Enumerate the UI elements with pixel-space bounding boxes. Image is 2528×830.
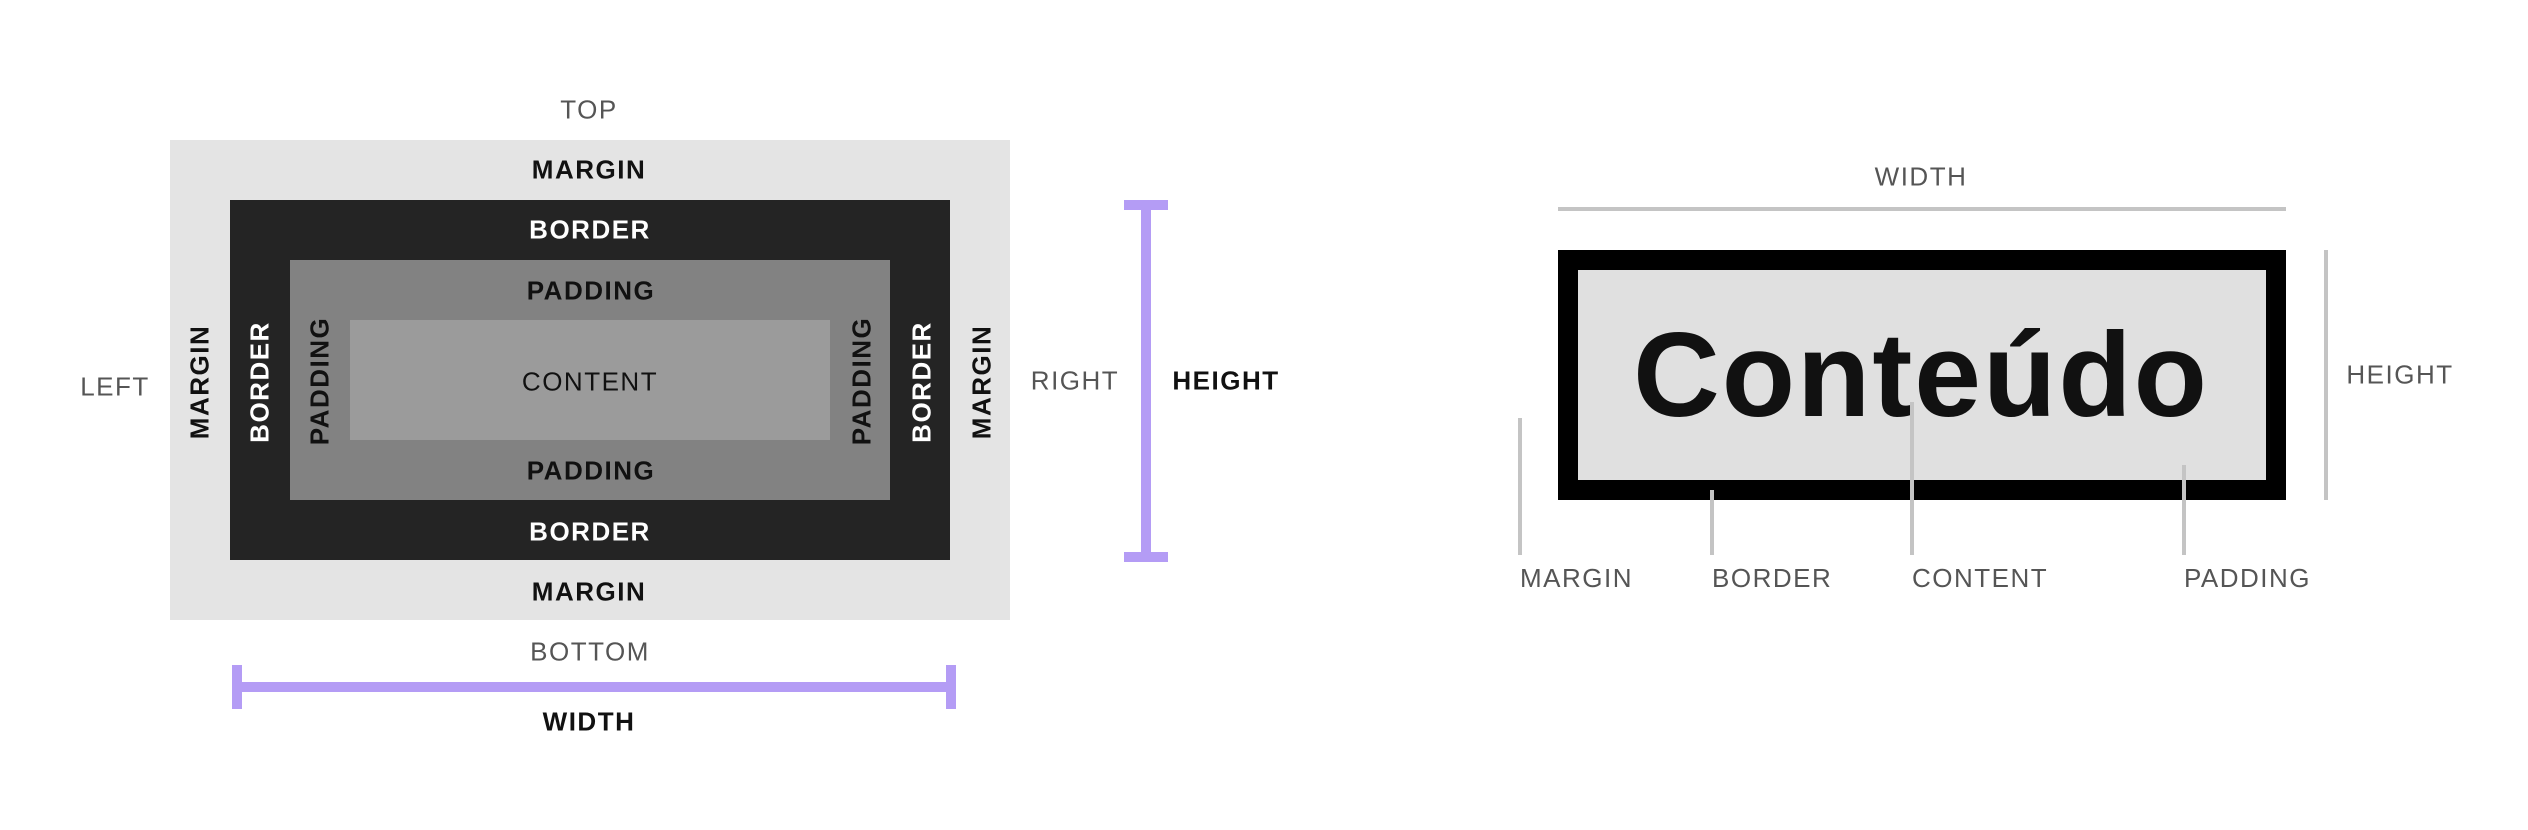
example-content-text: Conteúdo bbox=[1633, 308, 2209, 442]
example-margin-label: MARGIN bbox=[1520, 563, 1633, 593]
height-bracket-line bbox=[1141, 200, 1151, 562]
content-area bbox=[350, 320, 830, 440]
margin-top-label: MARGIN bbox=[531, 154, 647, 185]
right-label: RIGHT bbox=[1030, 365, 1120, 396]
example-padding-label: PADDING bbox=[2184, 563, 2312, 593]
example-width-line bbox=[1558, 207, 2286, 211]
border-bottom-label: BORDER bbox=[529, 516, 651, 547]
example-height-line bbox=[2324, 250, 2328, 500]
border-pointer-line bbox=[1710, 490, 1714, 555]
border-left-label: BORDER bbox=[244, 321, 275, 443]
margin-bottom-label: MARGIN bbox=[531, 576, 647, 607]
padding-left-label: PADDING bbox=[304, 316, 335, 446]
example-box-inner bbox=[1578, 270, 2266, 480]
width-bracket-cap-right bbox=[946, 665, 956, 709]
width-bracket-line bbox=[232, 682, 956, 692]
left-label: LEFT bbox=[80, 371, 150, 402]
border-top-label: BORDER bbox=[529, 214, 651, 245]
bottom-label: BOTTOM bbox=[530, 636, 650, 667]
padding-pointer-line bbox=[2182, 465, 2186, 555]
example-height-label: HEIGHT bbox=[2346, 359, 2454, 390]
top-label: TOP bbox=[560, 94, 618, 125]
padding-top-label: PADDING bbox=[526, 275, 656, 306]
margin-pointer-line bbox=[1518, 418, 1522, 555]
height-label: HEIGHT bbox=[1172, 365, 1280, 396]
content-pointer-line bbox=[1910, 402, 1914, 555]
example-width-label: WIDTH bbox=[1874, 161, 1968, 192]
example-content-label: CONTENT bbox=[1912, 563, 2049, 593]
content-label: CONTENT bbox=[521, 366, 659, 397]
border-right-label: BORDER bbox=[906, 321, 937, 443]
height-bracket-cap-bottom bbox=[1124, 552, 1168, 562]
example-border-label: BORDER bbox=[1712, 563, 1833, 593]
margin-left-label: MARGIN bbox=[184, 324, 215, 440]
padding-bottom-label: PADDING bbox=[526, 455, 656, 486]
padding-right-label: PADDING bbox=[846, 316, 877, 446]
width-label: WIDTH bbox=[542, 706, 636, 737]
margin-right-label: MARGIN bbox=[966, 324, 997, 440]
